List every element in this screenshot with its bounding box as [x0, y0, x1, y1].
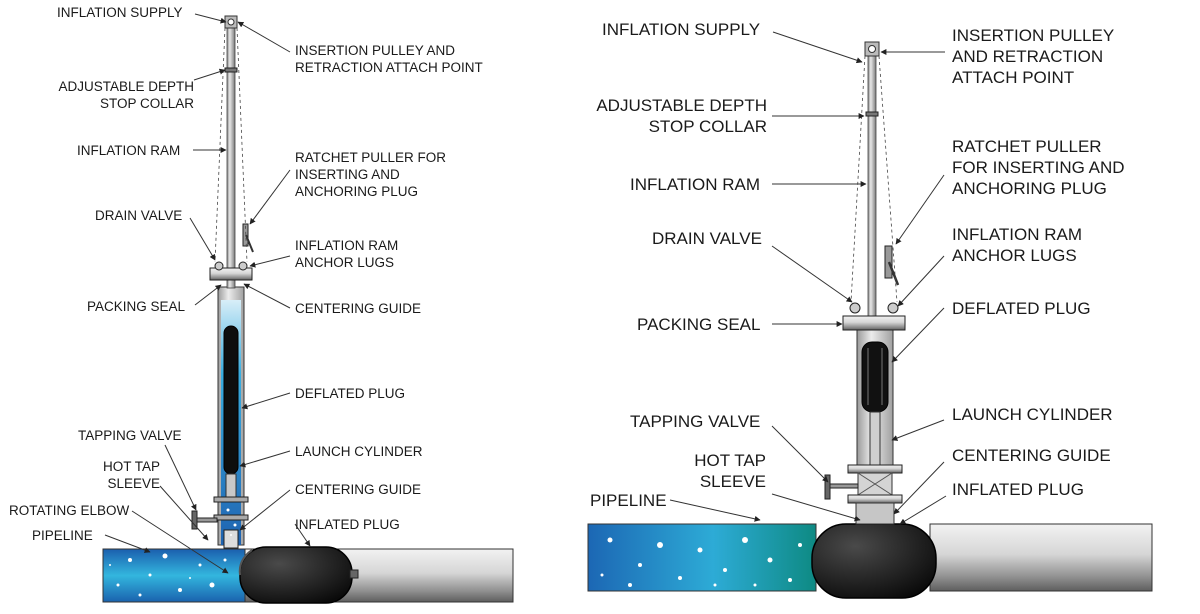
right-label-launch-cylinder: LAUNCH CYLINDER [952, 405, 1113, 424]
left-label-anchor-lugs: INFLATION RAM ANCHOR LUGS [295, 238, 399, 270]
left-label-deflated-plug: DEFLATED PLUG [295, 386, 406, 401]
right-label-deflated-plug: DEFLATED PLUG [952, 299, 1091, 318]
left-label-inflated-plug: INFLATED PLUG [295, 517, 400, 532]
right-label-drain-valve: DRAIN VALVE [652, 229, 762, 248]
right-label-inflation-ram: INFLATION RAM [630, 175, 761, 194]
right-label-inflated-plug: INFLATED PLUG [952, 480, 1084, 499]
left-leader-lines [104, 13, 311, 574]
left-label-pipeline: PIPELINE [32, 528, 93, 543]
left-label-launch-cylinder: LAUNCH CYLINDER [295, 444, 423, 459]
left-label-inflation-supply: INFLATION SUPPLY [57, 5, 183, 20]
left-ram-and-flange [209, 15, 254, 289]
left-label-packing-seal: PACKING SEAL [87, 299, 186, 314]
right-label-pipeline: PIPELINE [590, 491, 667, 510]
left-label-drain-valve: DRAIN VALVE [95, 208, 183, 223]
right-label-insertion-pulley: INSERTION PULLEY AND RETRACTION ATTACH P… [952, 26, 1115, 87]
left-label-rotating-elbow: ROTATING ELBOW [9, 503, 130, 518]
left-label-tapping-valve: TAPPING VALVE [78, 428, 182, 443]
right-label-tapping-valve: TAPPING VALVE [630, 412, 761, 431]
right-label-hot-tap-sleeve: HOT TAP SLEEVE [694, 451, 766, 491]
right-label-packing-seal: PACKING SEAL [637, 315, 761, 334]
left-launch-cylinder [191, 286, 249, 549]
right-ram-and-flange [842, 41, 906, 331]
left-label-inflation-ram: INFLATION RAM [77, 143, 181, 158]
right-leader-lines [669, 31, 947, 525]
right-pipeline [587, 523, 1153, 592]
right-label-inflation-supply: INFLATION SUPPLY [602, 20, 761, 39]
left-label-centering-guide-bottom: CENTERING GUIDE [295, 482, 422, 497]
left-label-ratchet-puller: RATCHET PULLER FOR INSERTING AND ANCHORI… [295, 150, 447, 199]
left-inflated-plug [238, 546, 359, 604]
right-inflated-plug [811, 523, 937, 599]
right-label-depth-stop: ADJUSTABLE DEPTH STOP COLLAR [596, 96, 767, 136]
right-label-centering-guide: CENTERING GUIDE [952, 446, 1111, 465]
left-label-insertion-pulley: INSERTION PULLEY AND RETRACTION ATTACH P… [295, 43, 483, 75]
right-label-anchor-lugs: INFLATION RAM ANCHOR LUGS [952, 225, 1083, 265]
left-label-centering-guide-top: CENTERING GUIDE [295, 301, 422, 316]
left-label-depth-stop: ADJUSTABLE DEPTH STOP COLLAR [58, 79, 194, 111]
right-label-ratchet-puller: RATCHET PULLER FOR INSERTING AND ANCHORI… [952, 137, 1125, 198]
right-launch-cylinder [824, 329, 903, 525]
left-label-hot-tap-sleeve: HOT TAP SLEEVE [102, 459, 160, 491]
